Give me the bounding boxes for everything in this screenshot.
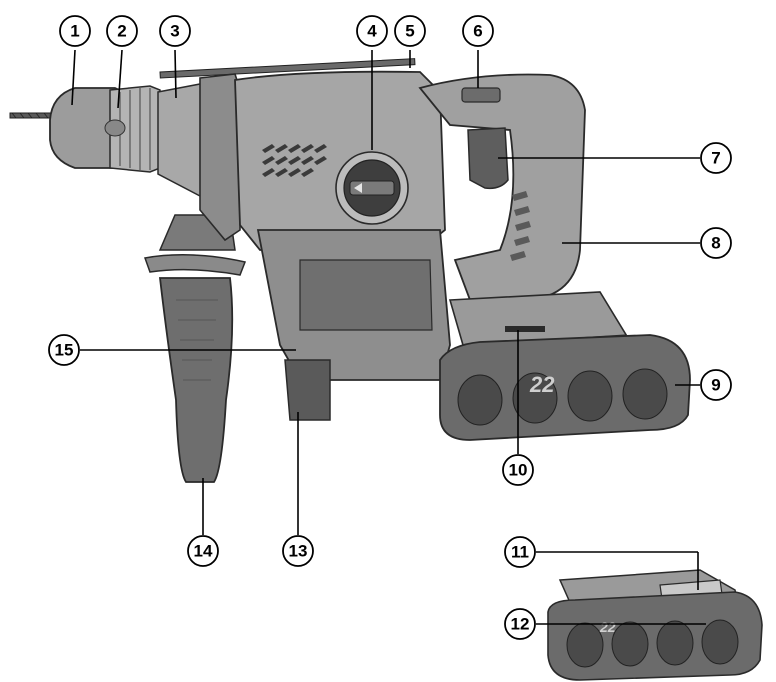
svg-text:9: 9 [711, 376, 720, 395]
svg-text:10: 10 [509, 461, 528, 480]
lower-body [256, 229, 451, 421]
callout-8: 8 [700, 227, 732, 259]
side-handle [143, 214, 247, 483]
callout-11: 11 [504, 536, 536, 568]
svg-text:4: 4 [367, 22, 377, 41]
callout-10: 10 [502, 454, 534, 486]
callout-1: 1 [59, 15, 91, 47]
grip-texture [510, 191, 531, 261]
front-collar [199, 73, 241, 242]
svg-text:15: 15 [55, 341, 74, 360]
svg-text:5: 5 [405, 22, 414, 41]
battery-pack: 22 [439, 291, 691, 441]
mode-selector-dial [335, 151, 409, 225]
rotary-hammer-illustration: 22 [9, 58, 691, 483]
svg-text:3: 3 [170, 22, 179, 41]
battery-inset-voltage-marking: 22 [599, 619, 616, 635]
svg-text:7: 7 [711, 149, 720, 168]
svg-text:12: 12 [511, 615, 530, 634]
callout-5: 5 [394, 15, 426, 47]
leader-lines [71, 49, 706, 625]
svg-text:11: 11 [511, 543, 529, 562]
battery-pack-inset: 22 [547, 569, 763, 681]
depth-gauge-rod [159, 58, 416, 79]
callout-3: 3 [159, 15, 191, 47]
svg-text:6: 6 [473, 22, 482, 41]
air-vents [262, 144, 327, 177]
callout-9: 9 [700, 369, 732, 401]
callout-6: 6 [462, 15, 494, 47]
motor-housing [234, 70, 446, 251]
callout-13: 13 [282, 535, 314, 567]
callout-2: 2 [106, 15, 138, 47]
chuck [49, 83, 206, 198]
callout-12: 12 [504, 608, 536, 640]
battery-cells [457, 368, 668, 426]
battery-voltage-marking: 22 [529, 372, 555, 397]
callouts: 1 2 3 4 5 6 7 8 9 10 11 12 13 14 15 [48, 15, 732, 640]
rear-handle [418, 73, 586, 301]
callout-15: 15 [48, 334, 80, 366]
svg-text:2: 2 [117, 22, 126, 41]
charge-indicator [505, 326, 545, 332]
svg-text:8: 8 [711, 234, 720, 253]
callout-4: 4 [356, 15, 388, 47]
svg-text:14: 14 [194, 542, 213, 561]
callout-14: 14 [187, 535, 219, 567]
svg-text:1: 1 [70, 22, 79, 41]
callout-7: 7 [700, 142, 732, 174]
svg-text:13: 13 [289, 542, 308, 561]
